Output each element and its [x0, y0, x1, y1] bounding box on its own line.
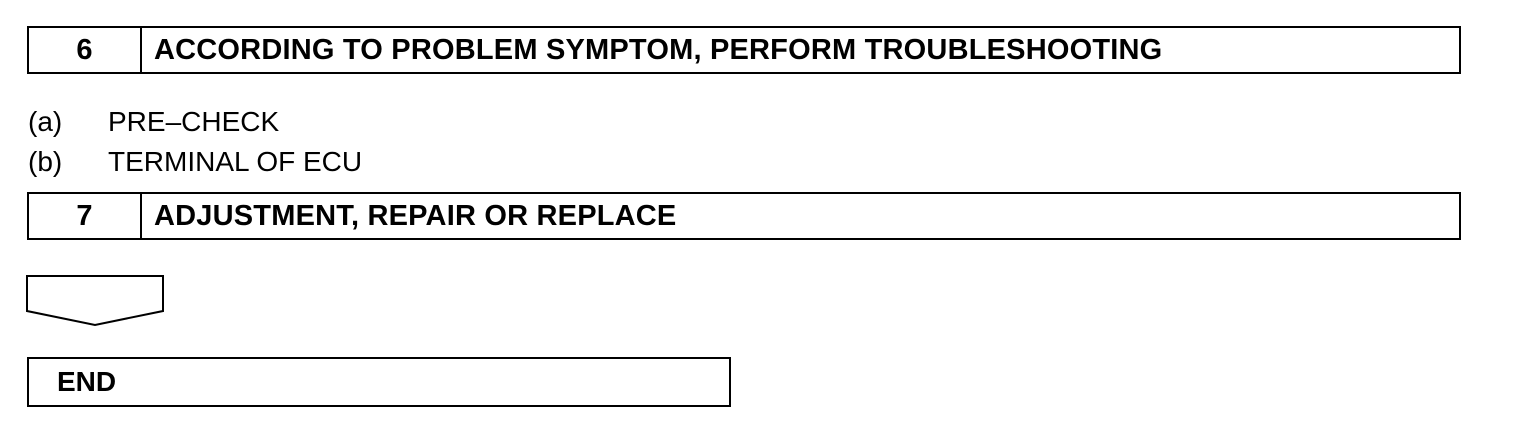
end-box: END [27, 357, 731, 407]
step-6-number: 6 [29, 28, 142, 72]
sub-item-a-text: PRE–CHECK [108, 106, 280, 137]
step-7-title: ADJUSTMENT, REPAIR OR REPLACE [154, 199, 677, 232]
step-7-box: 7 ADJUSTMENT, REPAIR OR REPLACE [27, 192, 1461, 240]
sub-item-b: (b) TERMINAL OF ECU [28, 146, 362, 178]
step-7-number: 7 [29, 194, 142, 238]
step-6-box: 6 ACCORDING TO PROBLEM SYMPTOM, PERFORM … [27, 26, 1461, 74]
sub-item-b-text: TERMINAL OF ECU [108, 146, 363, 177]
sub-item-a-marker: (a) [28, 106, 63, 137]
step-6-title: ACCORDING TO PROBLEM SYMPTOM, PERFORM TR… [154, 33, 1163, 66]
down-arrow-box-icon [26, 275, 164, 327]
sub-item-a: (a) PRE–CHECK [28, 106, 279, 138]
end-label: END [57, 366, 117, 397]
sub-item-b-marker: (b) [28, 146, 63, 177]
